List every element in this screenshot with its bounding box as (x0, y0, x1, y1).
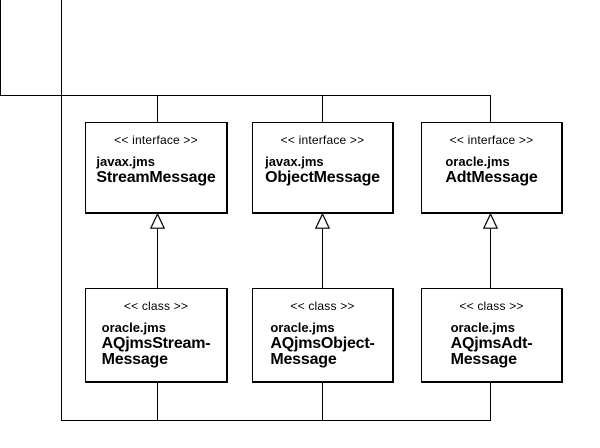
class-name-line2: Message (101, 351, 168, 368)
class-bottom-connector (322, 383, 323, 421)
class-name-line2: Message (450, 351, 517, 368)
interface-name: ObjectMessage (265, 169, 380, 186)
interface-box-objectmessage: << interface >> javax.jms ObjectMessage (252, 122, 394, 214)
interface-top-connector (490, 95, 491, 122)
interface-name-block: oracle.jms AdtMessage (445, 154, 537, 186)
class-package: oracle.jms (450, 320, 515, 335)
interface-name: AdtMessage (445, 169, 538, 186)
stereotype-label: << interface >> (449, 133, 534, 147)
generalization-arrow-icon (150, 213, 165, 229)
interface-box-adtmessage: << interface >> oracle.jms AdtMessage (421, 122, 563, 214)
interface-package: oracle.jms (445, 154, 510, 169)
stereotype-label: << interface >> (114, 133, 198, 147)
class-name-line1: AQjmsStream- (101, 335, 211, 352)
class-bottom-connector (490, 383, 491, 421)
generalization-arrow-icon (315, 213, 330, 229)
stereotype-label: << class >> (123, 299, 189, 313)
class-to-interface-connector (157, 229, 158, 288)
class-name-line1: AQjmsObject- (270, 335, 375, 352)
class-box-aqjmsadtmessage: << class >> oracle.jms AQjmsAdt- Message (421, 288, 563, 383)
class-name-line1: AQjmsAdt- (450, 335, 533, 352)
class-package: oracle.jms (101, 320, 166, 335)
class-to-interface-connector (490, 229, 491, 288)
bottom-bus-horizontal-line (61, 420, 491, 421)
interface-top-connector (322, 95, 323, 122)
interface-top-connector (157, 95, 158, 122)
interface-package: javax.jms (96, 154, 155, 169)
stereotype-label: << interface >> (280, 133, 365, 147)
class-box-aqjmsobjectmessage: << class >> oracle.jms AQjmsObject- Mess… (252, 288, 394, 383)
partial-box-left-edge (0, 0, 1, 96)
class-box-aqjmsstreammessage: << class >> oracle.jms AQjmsStream- Mess… (85, 288, 228, 383)
class-name-block: oracle.jms AQjmsObject- Message (270, 320, 374, 368)
stereotype-label: << class >> (290, 299, 355, 313)
generalization-arrow-icon (483, 213, 498, 229)
interface-name-block: javax.jms StreamMessage (96, 154, 215, 186)
class-to-interface-connector (322, 229, 323, 288)
class-name-block: oracle.jms AQjmsAdt- Message (451, 320, 533, 368)
class-name-block: oracle.jms AQjmsStream- Message (102, 320, 211, 368)
class-name-line2: Message (270, 351, 337, 368)
top-bus-horizontal-line (0, 95, 491, 96)
left-bus-vertical-line (61, 0, 62, 421)
class-package: oracle.jms (270, 320, 335, 335)
interface-package: javax.jms (265, 154, 324, 169)
interface-name: StreamMessage (96, 169, 216, 186)
interface-name-block: javax.jms ObjectMessage (265, 154, 380, 186)
class-bottom-connector (157, 383, 158, 421)
interface-box-streammessage: << interface >> javax.jms StreamMessage (85, 122, 228, 214)
stereotype-label: << class >> (459, 299, 524, 313)
